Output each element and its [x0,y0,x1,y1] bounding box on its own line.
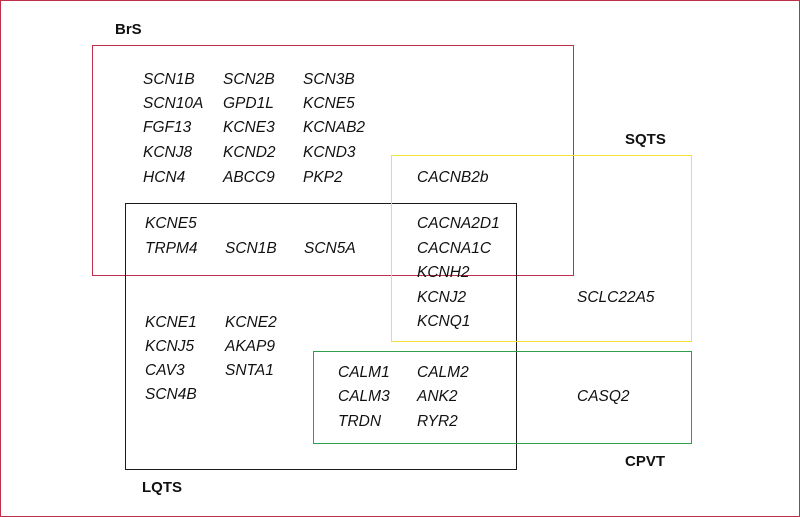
gene-label: KCNE5 [303,95,355,112]
gene-label: SCN4B [145,386,197,403]
gene-label: KCND3 [303,144,356,161]
lqts-set-box [125,203,517,470]
gene-label: TRDN [338,413,382,430]
gene-label: CAV3 [145,362,185,379]
gene-label: CACNA1C [417,240,492,257]
gene-label: CACNA2D1 [417,215,500,232]
sqts-label: SQTS [625,131,666,148]
brs-label: BrS [115,21,142,38]
gene-label: KCND2 [223,144,276,161]
gene-label: AKAP9 [225,338,275,355]
gene-label: SCN10A [143,95,204,112]
gene-label: SNTA1 [225,362,274,379]
lqts-label: LQTS [142,479,182,496]
gene-label: PKP2 [303,169,343,186]
cpvt-label: CPVT [625,453,666,470]
gene-label: SCLC22A5 [577,289,655,306]
gene-label: SCN1B [143,71,195,88]
gene-label: SCN2B [223,71,275,88]
gene-label: TRPM4 [145,240,198,257]
sqts-set-box [391,155,692,342]
gene-label: RYR2 [417,413,458,430]
cpvt-set-box [313,351,692,444]
gene-label: SCN3B [303,71,355,88]
gene-label: KCNAB2 [303,119,366,136]
gene-label: KCNH2 [417,264,470,281]
gene-label: SCN5A [304,240,356,257]
gene-label: KCNE3 [223,119,275,136]
gene-label: KCNE2 [225,314,277,331]
gene-label: CALM2 [417,364,469,381]
gene-label: CALM3 [338,388,390,405]
gene-label: SCN1B [225,240,277,257]
gene-label: KCNE1 [145,314,197,331]
gene-label: ANK2 [417,388,458,405]
gene-label: FGF13 [143,119,192,136]
gene-label: KCNQ1 [417,313,471,330]
gene-label: CASQ2 [577,388,630,405]
gene-label: CALM1 [338,364,390,381]
gene-label: KCNE5 [145,215,197,232]
gene-label: KCNJ8 [143,144,193,161]
gene-label: KCNJ2 [417,289,467,306]
gene-label: GPD1L [223,95,274,112]
gene-label: KCNJ5 [145,338,195,355]
gene-label: CACNB2b [417,169,489,186]
brs-set-box [92,45,574,276]
gene-label: HCN4 [143,169,186,186]
gene-label: ABCC9 [223,169,275,186]
